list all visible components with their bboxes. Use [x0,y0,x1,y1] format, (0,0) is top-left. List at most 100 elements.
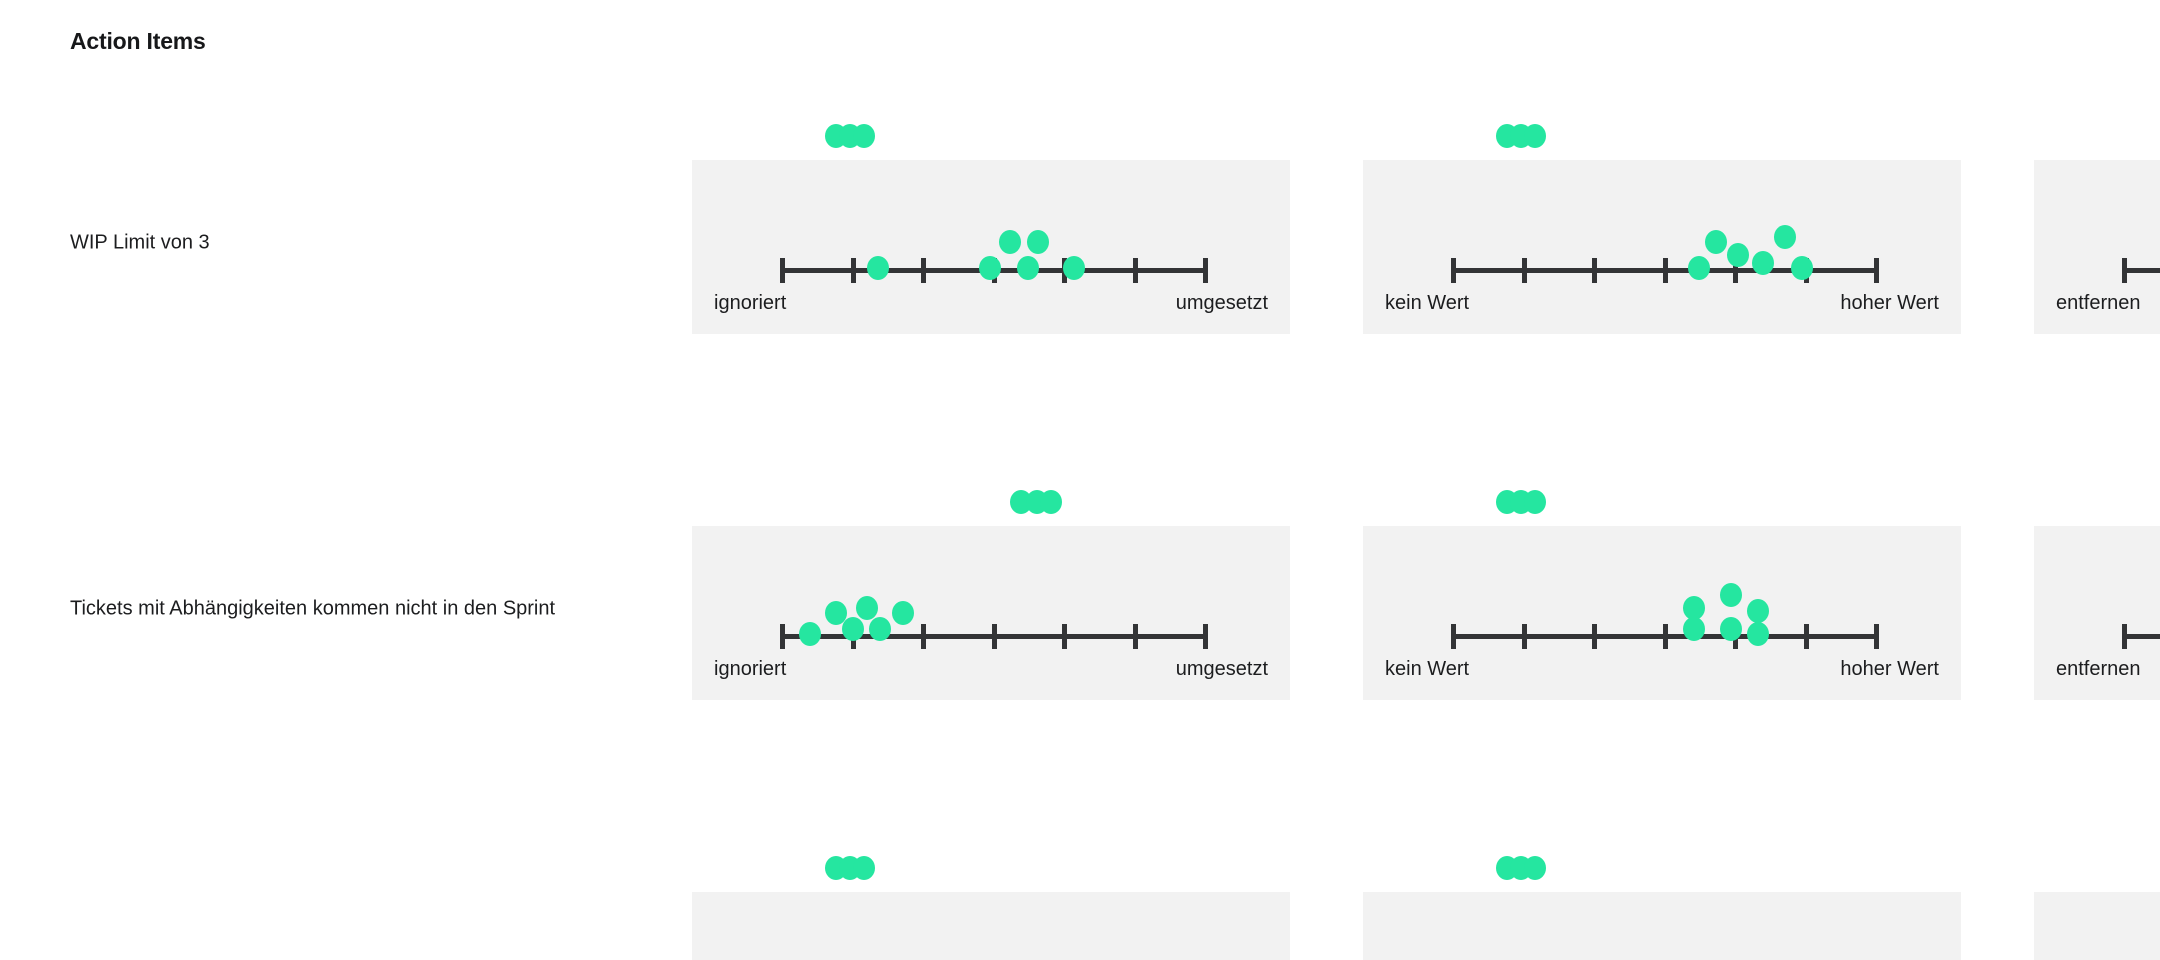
axis-line [2122,258,2160,283]
data-dot[interactable] [1017,256,1040,280]
axis-tick [1662,258,1668,283]
axis-tick [2122,258,2127,283]
dotplot-panel: entfernen [2034,160,2160,334]
outside-dots-group [2034,476,2160,526]
data-dot[interactable] [1790,256,1813,280]
data-dot[interactable] [824,601,847,626]
data-dot[interactable] [1027,230,1050,254]
data-dot[interactable] [856,596,879,620]
plot-area: entfernen [2034,160,2160,334]
data-dot[interactable] [1688,256,1711,280]
data-dot[interactable] [891,601,914,626]
row-label: WIP Limit von 3 [70,231,210,254]
data-dot[interactable] [1719,616,1742,641]
outside-dot[interactable] [1524,856,1547,880]
dotplot-panel: entfernen [2034,526,2160,700]
outside-dot[interactable] [853,124,876,148]
outside-dot[interactable] [1524,124,1547,148]
outside-dots-group [692,842,1290,892]
axis-tick [1203,624,1208,649]
axis-line [2122,624,2160,649]
outside-dots-group [1363,476,1961,526]
axis-label-left: kein Wert [1385,292,1470,314]
axis-label-left: kein Wert [1385,658,1470,680]
axis-line [1451,258,1879,283]
dotplot-cell[interactable]: entfernen [2034,110,2160,334]
axis-label-right: hoher Wert [1840,658,1939,680]
axis-tick [780,624,785,649]
data-dot[interactable] [1752,250,1775,275]
axis-tick [1451,258,1456,283]
plot-area: entfernen [2034,526,2160,700]
dotplot-cell[interactable]: kein Wert hoher Wert [1363,476,1961,700]
axis-label-left: entfernen [2056,292,2141,314]
axis-tick [1733,258,1738,283]
data-dot[interactable] [998,230,1021,254]
data-dot[interactable] [1062,256,1085,280]
outside-dot[interactable] [1040,490,1063,514]
dotplot-panel: kein Wert hoher Wert [1363,526,1961,700]
data-dot[interactable] [867,256,890,280]
data-dot[interactable] [1705,230,1728,254]
axis-line [1451,624,1879,649]
outside-dots-group [2034,842,2160,892]
data-dot[interactable] [1726,243,1749,267]
axis-label-right: umgesetzt [1175,292,1268,314]
outside-dots-group [1363,110,1961,160]
axis-tick [2122,624,2127,649]
chart-row: Tickets mit Abhängigkeiten kommen nicht … [0,426,2160,792]
axis-tick [921,624,926,649]
plot-area: kein Wert hoher Wert [1363,526,1961,700]
axis-label-left: ignoriert [714,658,787,680]
data-dot[interactable] [841,616,864,641]
data-dot[interactable] [1682,596,1705,620]
outside-dot[interactable] [1524,490,1547,514]
axis-tick [1662,624,1668,649]
axis-tick [1874,624,1879,649]
data-dot[interactable] [868,616,891,641]
dotplot-cell[interactable]: entfernen [2034,842,2160,960]
axis-tick [1451,624,1456,649]
data-dot[interactable] [1773,224,1796,249]
axis-tick [1132,624,1138,649]
axis-tick [780,258,785,283]
outside-dots-group [1363,842,1961,892]
row-label: Tickets mit Abhängigkeiten kommen nicht … [70,597,556,620]
outside-dots-group [692,110,1290,160]
dotplot-cell[interactable]: entfernen [2034,476,2160,700]
axis-tick [1521,258,1527,283]
axis-tick [1203,258,1208,283]
data-dot[interactable] [1746,622,1769,646]
data-dot[interactable] [1719,583,1742,607]
data-dot[interactable] [979,256,1002,280]
data-dot[interactable] [798,622,821,646]
axis-tick [991,624,997,649]
outside-dot[interactable] [853,856,876,880]
data-dot[interactable] [1746,598,1769,623]
axis-label-left: entfernen [2056,658,2141,680]
data-dot[interactable] [1682,616,1705,641]
plot-area: entfernen [2034,892,2160,960]
dotplot-panel: entfernen [2034,892,2160,960]
axis-tick [1592,624,1597,649]
